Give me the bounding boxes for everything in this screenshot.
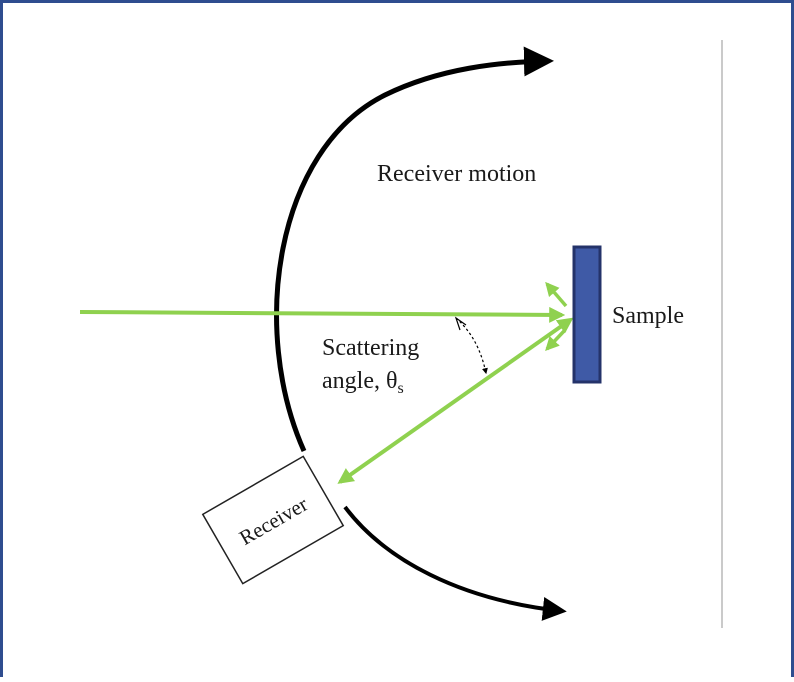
receiver-box: Receiver [201, 455, 345, 585]
sample-label: Sample [612, 303, 684, 329]
theta-symbol: θ [386, 368, 398, 394]
receiver-motion-arc-lower [343, 505, 567, 621]
scattering-angle-label-line1: Scattering [322, 335, 419, 361]
theta-subscript: s [397, 380, 403, 397]
scattering-angle-indicator-tip [454, 316, 467, 331]
scatter-arrow-down [545, 328, 567, 352]
scattered-beam-arrow [337, 317, 574, 484]
receiver-motion-arc-upper [274, 46, 554, 453]
sample-plate [572, 245, 602, 384]
incident-beam-arrow [79, 306, 566, 323]
scattering-angle-label-line2: angle, θs [322, 368, 404, 397]
scattering-angle-prefix: angle, [322, 368, 386, 394]
receiver-motion-label: Receiver motion [377, 161, 536, 187]
scattering-angle-indicator [455, 317, 488, 375]
scatter-arrow-up [545, 281, 568, 308]
